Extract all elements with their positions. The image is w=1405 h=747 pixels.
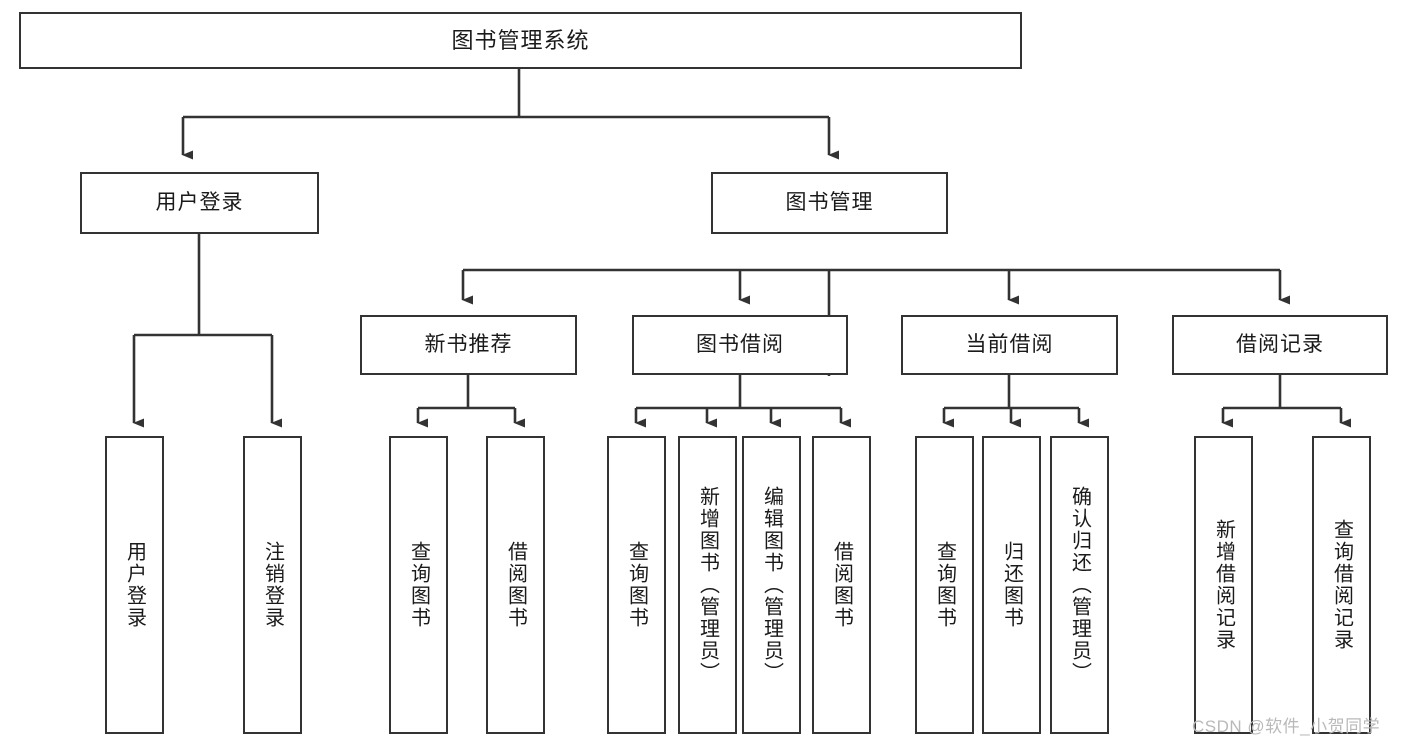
node-leaf-add-book[interactable]: 新增图书（管理员） bbox=[678, 436, 737, 734]
node-label: 确认归还（管理员） bbox=[1068, 486, 1091, 684]
node-current-borrow[interactable]: 当前借阅 bbox=[901, 315, 1118, 375]
node-leaf-logout[interactable]: 注销登录 bbox=[243, 436, 302, 734]
node-label: 编辑图书（管理员） bbox=[760, 486, 783, 684]
node-user-login[interactable]: 用户登录 bbox=[80, 172, 319, 234]
node-label: 图书借阅 bbox=[696, 332, 784, 356]
node-label: 当前借阅 bbox=[965, 332, 1054, 356]
node-label: 查询图书 bbox=[407, 541, 430, 629]
node-label: 查询图书 bbox=[933, 541, 956, 629]
node-label: 借阅图书 bbox=[830, 541, 853, 629]
node-leaf-confirm-return[interactable]: 确认归还（管理员） bbox=[1050, 436, 1109, 734]
node-leaf-query-record[interactable]: 查询借阅记录 bbox=[1312, 436, 1371, 734]
node-label: 借阅图书 bbox=[504, 541, 527, 629]
node-label: 归还图书 bbox=[1000, 541, 1023, 629]
node-label: 新书推荐 bbox=[424, 332, 513, 356]
node-leaf-return-book[interactable]: 归还图书 bbox=[982, 436, 1041, 734]
node-leaf-add-record[interactable]: 新增借阅记录 bbox=[1194, 436, 1253, 734]
node-leaf-user-login[interactable]: 用户登录 bbox=[105, 436, 164, 734]
node-leaf-query-book-2[interactable]: 查询图书 bbox=[607, 436, 666, 734]
node-label: 图书管理 bbox=[785, 190, 874, 214]
node-leaf-query-book-3[interactable]: 查询图书 bbox=[915, 436, 974, 734]
node-book-management[interactable]: 图书管理 bbox=[711, 172, 948, 234]
node-label: 用户登录 bbox=[123, 541, 146, 629]
node-book-borrow[interactable]: 图书借阅 bbox=[632, 315, 848, 375]
node-leaf-borrow-book-2[interactable]: 借阅图书 bbox=[812, 436, 871, 734]
node-leaf-borrow-book-1[interactable]: 借阅图书 bbox=[486, 436, 545, 734]
node-leaf-edit-book[interactable]: 编辑图书（管理员） bbox=[742, 436, 801, 734]
node-root-book-management-system[interactable]: 图书管理系统 bbox=[19, 12, 1022, 69]
node-label: 用户登录 bbox=[155, 190, 244, 214]
node-label: 查询图书 bbox=[625, 541, 648, 629]
node-label: 图书管理系统 bbox=[451, 27, 590, 53]
node-borrow-record[interactable]: 借阅记录 bbox=[1172, 315, 1388, 375]
node-label: 借阅记录 bbox=[1236, 332, 1324, 356]
node-label: 查询借阅记录 bbox=[1330, 519, 1353, 651]
node-new-book-recommend[interactable]: 新书推荐 bbox=[360, 315, 577, 375]
node-label: 新增图书（管理员） bbox=[696, 486, 719, 684]
node-leaf-query-book-1[interactable]: 查询图书 bbox=[389, 436, 448, 734]
node-label: 注销登录 bbox=[261, 541, 284, 629]
node-label: 新增借阅记录 bbox=[1212, 519, 1235, 651]
